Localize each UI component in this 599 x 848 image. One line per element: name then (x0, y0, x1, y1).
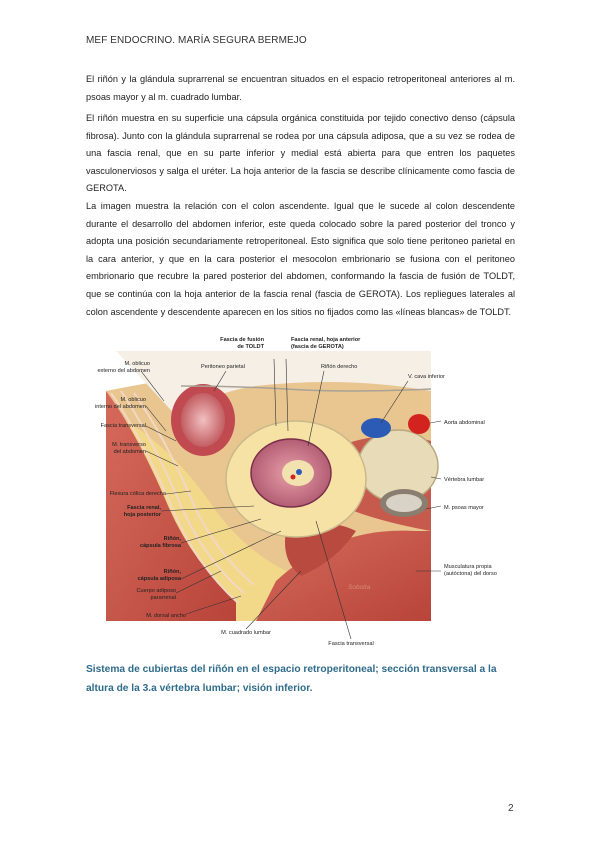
kidney-section-illustration: Fascia de fusión de TOLDT Fascia renal, … (95, 337, 497, 647)
figure-caption: Sistema de cubiertas del riñón en el esp… (86, 664, 497, 694)
label-fascia-transversal-left: Fascia transversal (101, 423, 146, 429)
label-rinon-derecho: Riñón derecho (321, 364, 357, 370)
label-vertebra: Vértebra lumbar (444, 477, 484, 483)
aorta (408, 414, 430, 434)
vena-cava (361, 418, 391, 438)
label-fascia-renal-1: Fascia renal, hoja anterior (291, 337, 361, 343)
label-fascia-transversal-bottom: Fascia transversal (328, 641, 373, 647)
label-vena-cava: V. cava inferior (408, 374, 445, 380)
page-header: MEF ENDOCRINO. MARÍA SEGURA BERMEJO (86, 35, 307, 46)
label-fascia-toldt-1: Fascia de fusión (220, 337, 264, 343)
back-muscles (256, 530, 431, 621)
paragraph-2: El riñón muestra en su superficie una cá… (86, 113, 515, 194)
label-oblicuo-interno-1: M. oblicuo (121, 397, 147, 403)
label-musculatura-1: Musculatura propia (444, 564, 492, 570)
label-flexura: Flexura cólica derecha (110, 491, 167, 497)
label-aorta: Aorta abdominal (444, 420, 485, 426)
label-oblicuo-interno-2: interno del abdomen (95, 404, 146, 410)
label-capsula-adiposa-2: cápsula adiposa (137, 576, 181, 582)
label-fascia-posterior-2: hoja posterior (124, 512, 162, 518)
label-cuerpo-adiposo-1: Cuerpo adiposo (137, 588, 177, 594)
leader-lines (140, 358, 442, 640)
abdominal-wall-muscles (106, 391, 236, 621)
label-cuadrado-lumbar: M. cuadrado lumbar (221, 630, 271, 636)
label-capsula-adiposa-1: Riñón, (164, 569, 182, 575)
paragraph-3: La imagen muestra la relación con el col… (86, 201, 515, 317)
paragraph-1: El riñón y la glándula suprarrenal se en… (86, 74, 515, 102)
label-fascia-posterior-1: Fascia renal, (127, 505, 161, 511)
label-psoas: M. psoas mayor (444, 505, 484, 511)
watermark-sobotta: Sobotta (348, 584, 371, 591)
label-transverso-2: del abdomen (114, 449, 146, 455)
label-cuerpo-adiposo-2: pararrenal (151, 595, 177, 601)
label-oblicuo-externo-2: externo del abdomen (97, 368, 150, 374)
figure-labels: Fascia de fusión de TOLDT Fascia renal, … (95, 337, 497, 647)
oblique-stripes (110, 392, 239, 604)
label-fascia-toldt-2: de TOLDT (237, 344, 264, 350)
label-oblicuo-externo-1: M. oblicuo (125, 361, 151, 367)
label-musculatura-2: (autóctona) del dorso (444, 571, 497, 577)
page-number: 2 (508, 803, 514, 814)
label-peritoneo-parietal: Peritoneo parietal (201, 364, 245, 370)
label-capsula-fibrosa-2: cápsula fibrosa (140, 543, 182, 549)
label-transverso-1: M. transverso (112, 442, 146, 448)
label-capsula-fibrosa-1: Riñón, (164, 536, 182, 542)
label-fascia-renal-2: (fascia de GEROTA) (291, 344, 344, 350)
anatomy-figure: Fascia de fusión de TOLDT Fascia renal, … (86, 331, 516, 651)
label-dorsal-ancho: M. dorsal ancho (146, 613, 186, 619)
